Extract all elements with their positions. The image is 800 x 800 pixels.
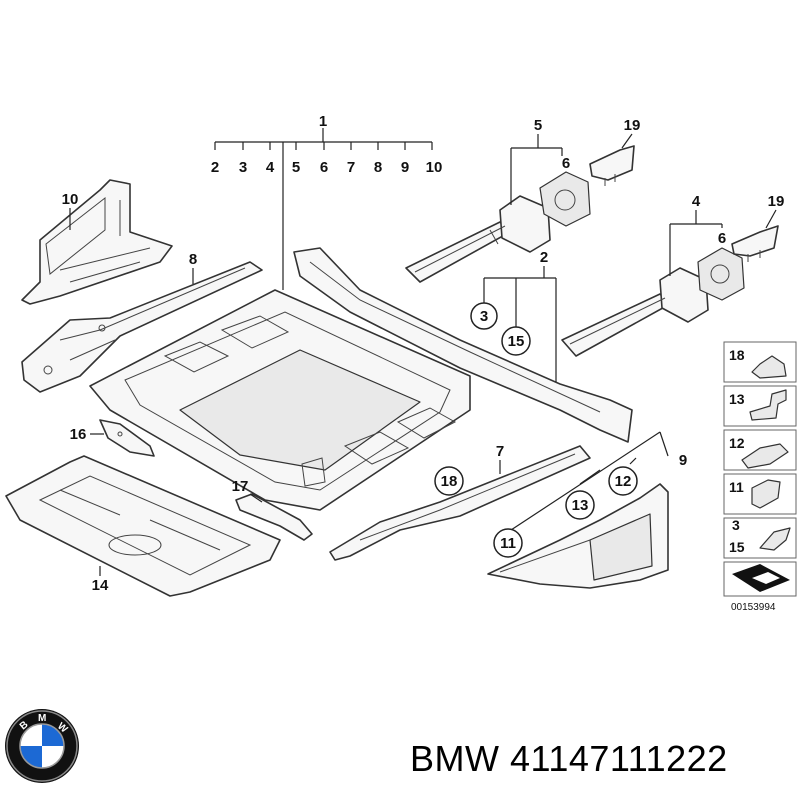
callout-18-circle [434, 466, 464, 496]
part-16-bracket [99, 419, 155, 457]
callout-19-upper: 19 [624, 117, 641, 134]
subpart-label: 5 [292, 159, 300, 176]
subpart-label: 7 [347, 159, 355, 176]
subpart-label: 4 [266, 159, 275, 176]
part-9-side-panel [487, 483, 669, 589]
legend-label: 15 [729, 539, 745, 555]
legend-label: 12 [729, 435, 745, 451]
callout-3-circle [470, 302, 498, 330]
callout-9: 9 [679, 452, 687, 469]
subpart-label: 2 [211, 159, 219, 176]
callout-12: 12 [615, 473, 632, 490]
callout-6-lower: 6 [718, 230, 726, 247]
callout-15-circle [501, 326, 531, 356]
subpart-label: 9 [401, 159, 409, 176]
legend-label: 18 [729, 347, 745, 363]
callout-13-circle [565, 490, 595, 520]
part-1-rear-floor [89, 289, 471, 511]
subpart-label: 10 [426, 159, 443, 176]
part-5-crossmember [405, 171, 591, 283]
callout-2: 2 [540, 249, 548, 266]
callout-9-bracket [507, 431, 669, 533]
callout-5-bracket [510, 134, 563, 205]
callout-10: 10 [62, 191, 79, 208]
callout-8: 8 [189, 251, 197, 268]
diagram-code: 00153994 [731, 602, 776, 613]
subpart-list: 2 3 4 5 6 7 8 9 10 [211, 159, 443, 176]
subpart-label: 6 [320, 159, 328, 176]
subpart-label: 8 [374, 159, 382, 176]
callout-18: 18 [441, 473, 458, 490]
callout-5: 5 [534, 117, 542, 134]
callout-12-circle [608, 466, 638, 496]
legend-panel: 18 13 12 11 3 15 [723, 341, 797, 597]
callout-11: 11 [500, 535, 516, 552]
bmw-logo: B M W [5, 709, 79, 783]
part-2-long-rail [293, 247, 633, 443]
callout-4-bracket [669, 210, 723, 276]
bmw-logo-letter: M [38, 713, 46, 724]
callout-6-upper: 6 [562, 155, 570, 172]
callout-15: 15 [508, 333, 525, 350]
callout-16: 16 [70, 426, 87, 443]
legend-label: 11 [729, 479, 744, 495]
part-19-bracket-upper [589, 145, 635, 186]
callout-13: 13 [572, 497, 589, 514]
callout-4: 4 [692, 193, 701, 210]
callout-7: 7 [496, 443, 504, 460]
callout-1: 1 [319, 113, 327, 130]
part-10-side-panel [21, 179, 173, 305]
callout-14: 14 [92, 577, 109, 594]
part-8-rail [21, 261, 263, 393]
callout-2-bracket [483, 266, 557, 382]
part-19-bracket-lower [731, 225, 779, 262]
callout-17: 17 [232, 478, 249, 495]
part-number-caption: BMW 41147111222 [410, 738, 728, 779]
part-14-floor-panel [5, 455, 281, 597]
callout-11-circle [493, 528, 523, 558]
callout-1-bracket [214, 128, 433, 290]
part-17-bracket [235, 493, 313, 541]
callout-19-lower: 19 [768, 193, 785, 210]
part-4-crossmember [561, 247, 745, 357]
part-7-rail [329, 445, 591, 561]
legend-label: 13 [729, 391, 745, 407]
callout-3: 3 [480, 308, 488, 325]
legend-label: 3 [732, 517, 740, 533]
subpart-label: 3 [239, 159, 247, 176]
